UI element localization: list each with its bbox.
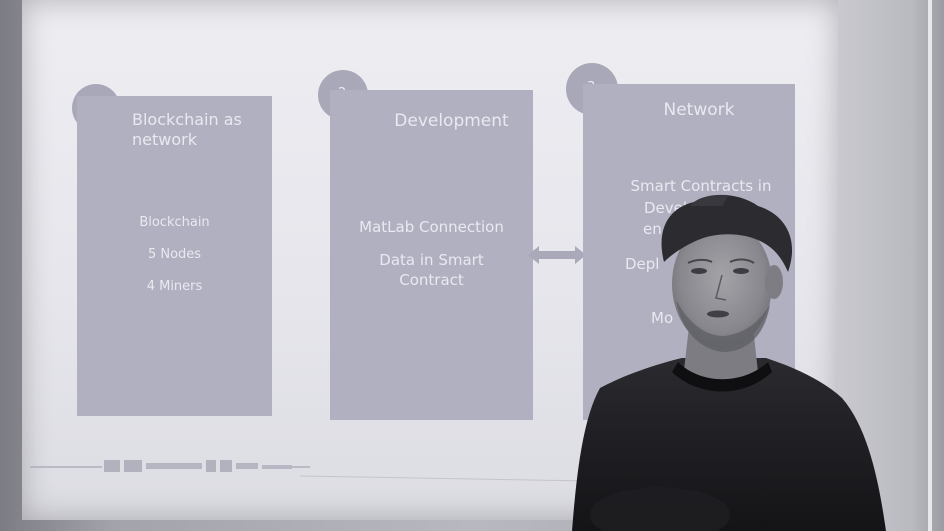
- slide-footer-line: [300, 475, 590, 482]
- step-2-title: Development: [394, 111, 509, 131]
- slide-footer-decoration: [30, 460, 310, 472]
- step-2-box: Development MatLab Connection Data in Sm…: [330, 90, 533, 420]
- step-1-title-line-1: Blockchain as: [132, 110, 242, 129]
- step-3-item-5: Mo: [651, 309, 674, 327]
- step-2-item-1: MatLab Connection: [359, 218, 504, 236]
- step-3-item-4: Depl: [625, 255, 660, 273]
- step-3-item-3: en: [643, 220, 662, 238]
- step-1-box: Blockchain as network Blockchain 5 Nodes…: [77, 96, 272, 416]
- step-1-item-2: 5 Nodes: [147, 247, 202, 262]
- double-arrow-icon: [528, 246, 586, 264]
- step-1-item-1: Blockchain: [139, 215, 210, 230]
- step-1-title-line-2: network: [132, 130, 197, 149]
- step-2-item-2: Data in Smart: [379, 251, 484, 269]
- wall-edge: [928, 0, 932, 531]
- step-3-title: Network: [663, 100, 735, 120]
- step-3-item-1: Smart Contracts in: [630, 177, 772, 195]
- step-1-item-3: 4 Miners: [146, 279, 203, 294]
- step-2-item-3: Contract: [399, 271, 464, 289]
